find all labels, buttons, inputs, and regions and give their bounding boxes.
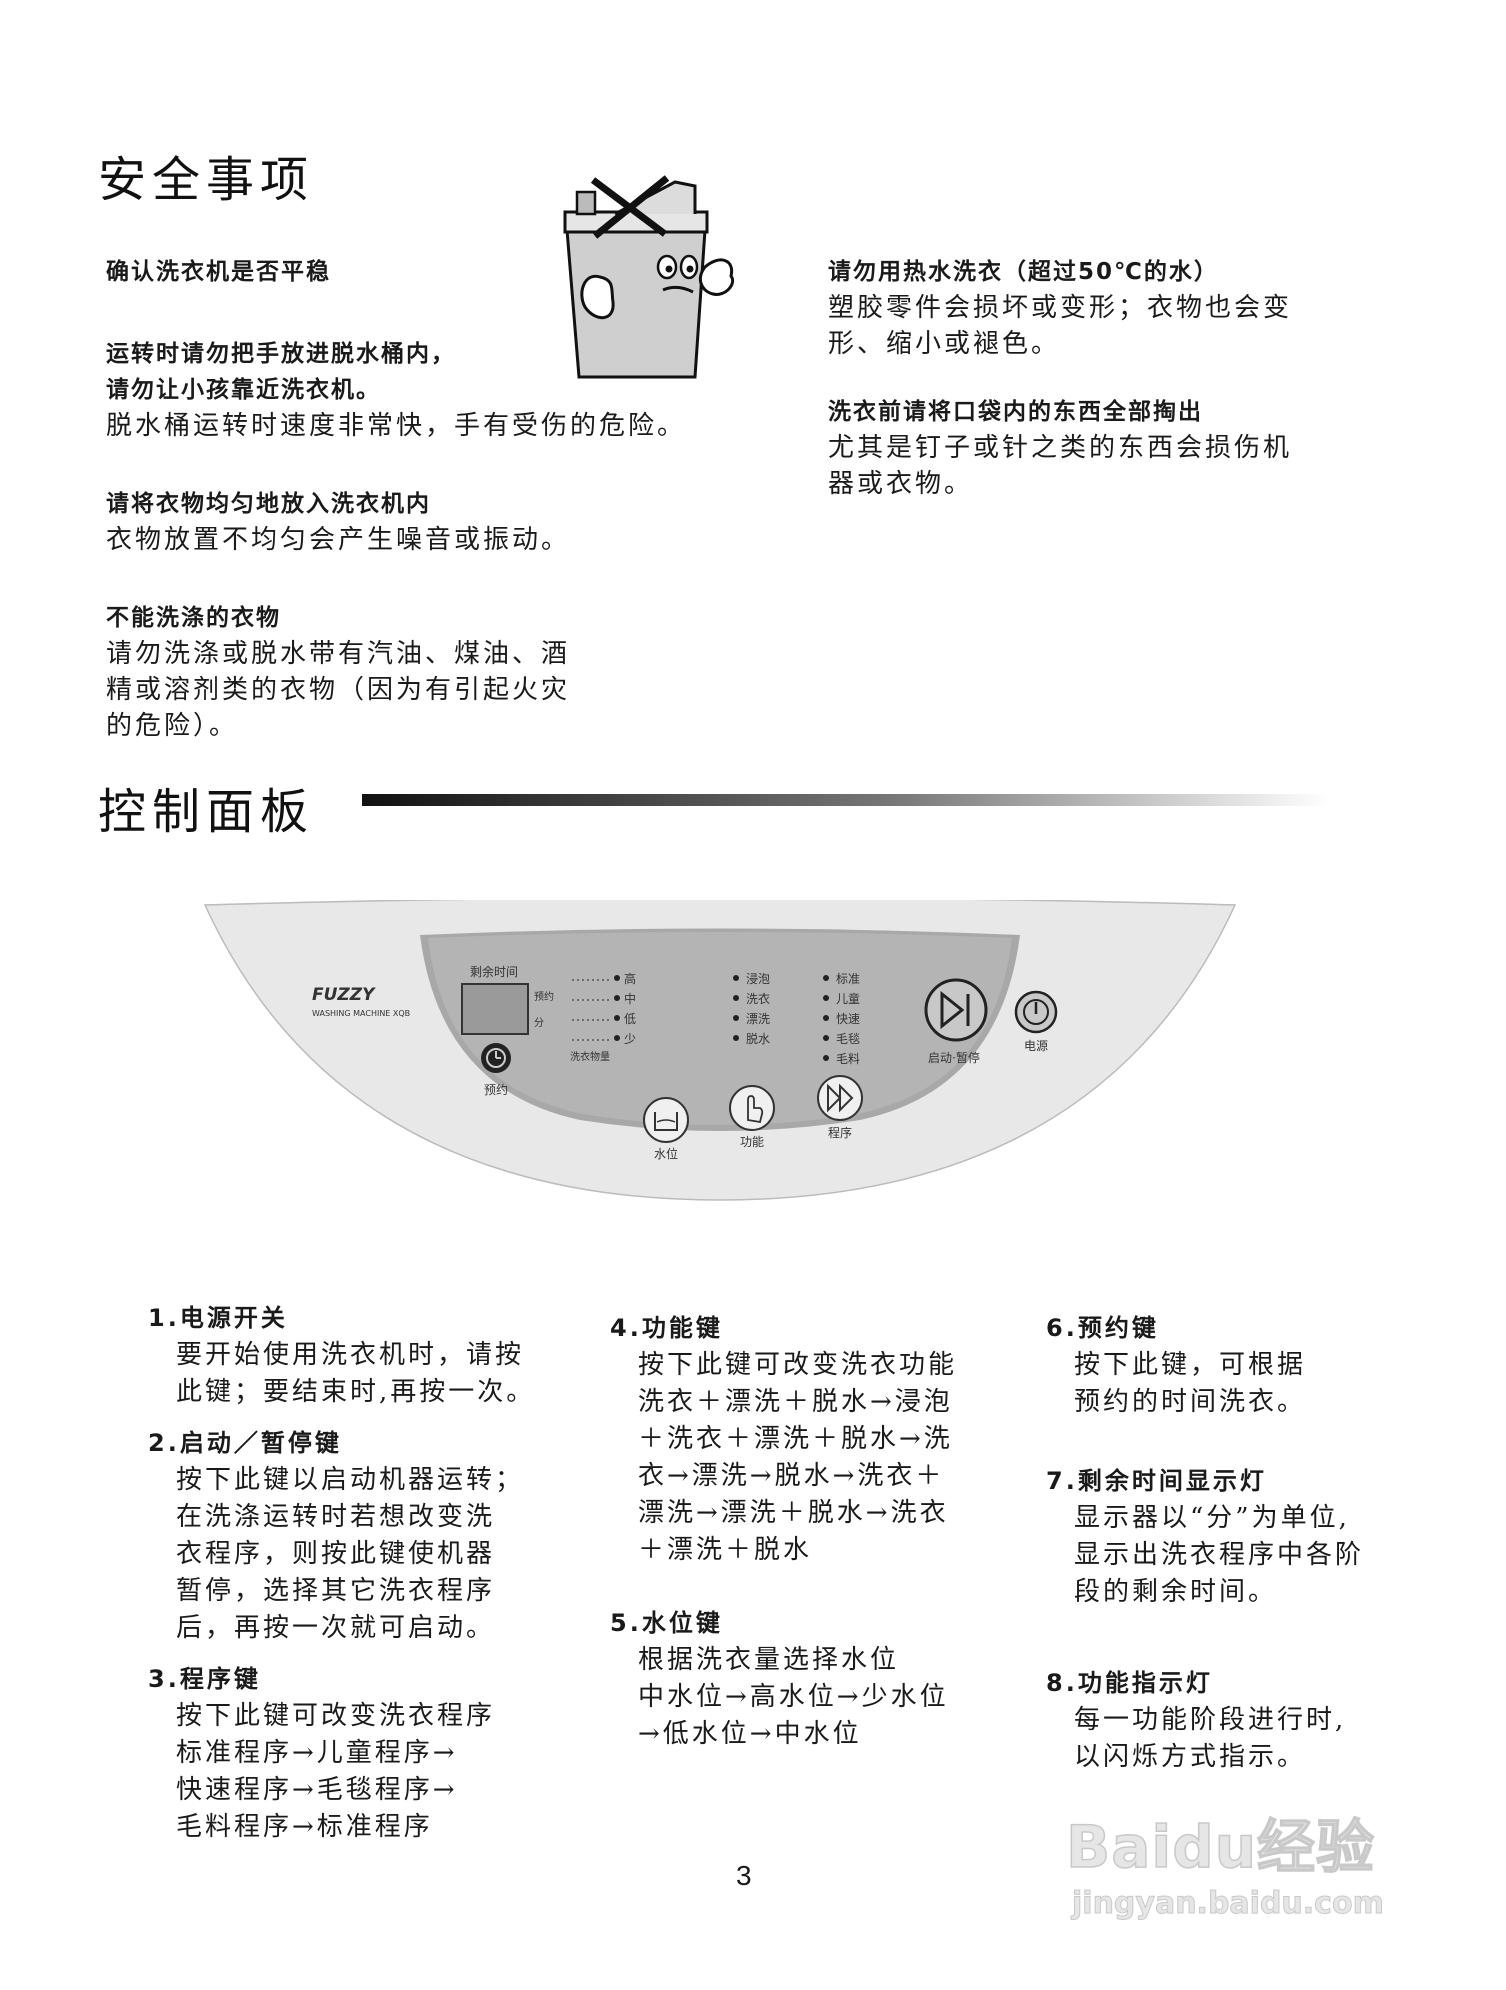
- svg-text:高: 高: [624, 971, 636, 986]
- item-reserve-key: 6.预约键 按下此键，可根据 预约的时间洗衣。: [1046, 1314, 1307, 1417]
- watermark-logo: Baidu经验: [1065, 1812, 1376, 1882]
- safety-item-level: 确认洗衣机是否平稳: [106, 259, 331, 285]
- svg-text:洗衣: 洗衣: [746, 991, 770, 1006]
- svg-text:少: 少: [624, 1032, 636, 1046]
- svg-text:中: 中: [624, 991, 636, 1006]
- water-level-low: 低: [572, 1012, 636, 1026]
- washing-machine-cartoon-illustration: [563, 175, 734, 379]
- item-function-indicator-light: 8.功能指示灯 每一功能阶段进行时, 以闪烁方式指示。: [1046, 1669, 1347, 1772]
- reserve-button[interactable]: [481, 1043, 511, 1073]
- function-indicator-soak: 浸泡: [733, 972, 770, 986]
- page-number: 3: [736, 1860, 752, 1891]
- function-indicator-spin: 脱水: [733, 1031, 770, 1046]
- program-indicator-quick: 快速: [823, 1012, 860, 1026]
- svg-text:儿童: 儿童: [836, 991, 860, 1006]
- water-level-medium: 中: [572, 991, 636, 1006]
- safety-title: 安全事项: [98, 152, 315, 208]
- svg-text:快速: 快速: [836, 1012, 860, 1026]
- item-remaining-time-light: 7.剩余时间显示灯 显示器以“分”为单位, 显示出洗衣程序中各阶 段的剩余时间。: [1046, 1467, 1365, 1607]
- remaining-time-label: 剩余时间: [470, 964, 518, 979]
- water-level-button[interactable]: [643, 1097, 689, 1143]
- svg-text:低: 低: [624, 1012, 636, 1026]
- program-indicator-standard: 标准: [823, 972, 860, 986]
- program-indicator-wool: 毛料: [823, 1052, 860, 1066]
- start-pause-button[interactable]: [924, 978, 988, 1042]
- power-label: 电源: [1024, 1039, 1048, 1053]
- display-unit-reserve: 预约: [534, 990, 554, 1003]
- water-level-button-label: 水位: [654, 1146, 678, 1161]
- brand-subtitle: WASHING MACHINE XQB: [312, 1009, 410, 1018]
- program-button[interactable]: [817, 1075, 863, 1121]
- title-gradient-rule: [362, 794, 1328, 806]
- program-indicator-blanket: 毛毯: [823, 1032, 860, 1046]
- water-level-high: 高: [572, 971, 636, 986]
- item-list-col-3: 6.预约键 按下此键，可根据 预约的时间洗衣。 7.剩余时间显示灯 显示器以“分…: [1046, 1310, 1364, 1776]
- function-indicator-wash: 洗衣: [733, 991, 770, 1006]
- water-level-little: 少: [572, 1032, 636, 1046]
- item-list-col-1: 1.电源开关 要开始使用洗衣机时，请按 此键；要结束时,再按一次。 2.启动／暂…: [148, 1300, 535, 1846]
- function-indicator-rinse: 漂洗: [733, 1012, 770, 1026]
- safety-item-balance: 请将衣物均匀地放入洗衣机内 衣物放置不均匀会产生噪音或振动。: [106, 491, 571, 555]
- safety-item-hands: 运转时请勿把手放进脱水桶内， 请勿让小孩靠近洗衣机。 脱水桶运转时速度非常快，手…: [106, 341, 687, 441]
- svg-text:漂洗: 漂洗: [746, 1012, 770, 1026]
- item-power-switch: 1.电源开关 要开始使用洗衣机时，请按 此键；要结束时,再按一次。: [148, 1304, 536, 1407]
- program-indicator-child: 儿童: [823, 991, 860, 1006]
- watermark-url: jingyan.baidu.com: [1072, 1886, 1385, 1922]
- function-button-label: 功能: [740, 1135, 764, 1149]
- reserve-label: 预约: [484, 1082, 508, 1097]
- svg-text:浸泡: 浸泡: [746, 972, 770, 986]
- safety-item-hot-water: 请勿用热水洗衣（超过50℃的水） 塑胶零件会损坏或变形；衣物也会变 形、缩小或褪…: [828, 259, 1293, 359]
- start-pause-label: 启动·暂停: [928, 1050, 980, 1065]
- control-panel-title: 控制面板: [98, 784, 315, 840]
- item-function-key: 4.功能键 按下此键可改变洗衣功能 洗衣＋漂洗＋脱水→浸泡 ＋洗衣＋漂洗＋脱水→…: [610, 1314, 958, 1565]
- item-list-col-2: 4.功能键 按下此键可改变洗衣功能 洗衣＋漂洗＋脱水→浸泡 ＋洗衣＋漂洗＋脱水→…: [610, 1310, 957, 1753]
- svg-text:标准: 标准: [836, 972, 860, 986]
- svg-text:毛毯: 毛毯: [836, 1032, 860, 1046]
- safety-item-unwashable: 不能洗涤的衣物 请勿洗涤或脱水带有汽油、煤油、酒 精或溶剂类的衣物（因为有引起火…: [106, 605, 571, 741]
- svg-text:脱水: 脱水: [746, 1031, 770, 1046]
- function-button[interactable]: [729, 1085, 775, 1131]
- safety-item-pockets: 洗衣前请将口袋内的东西全部掏出 尤其是钉子或针之类的东西会损伤机 器或衣物。: [828, 399, 1293, 499]
- control-panel-diagram: FUZZY WASHING MACHINE XQB 剩余时间 预约 分 预约 高…: [203, 900, 1237, 1201]
- item-program-key: 3.程序键 按下此键可改变洗衣程序 标准程序→儿童程序→ 快速程序→毛毯程序→ …: [148, 1665, 496, 1842]
- display-unit-minute: 分: [534, 1017, 544, 1029]
- brand-logo: FUZZY: [312, 985, 376, 1005]
- program-button-label: 程序: [828, 1125, 852, 1140]
- item-water-level-key: 5.水位键 根据洗衣量选择水位 中水位→高水位→少水位 →低水位→中水位: [610, 1609, 949, 1749]
- power-button[interactable]: [1014, 990, 1058, 1034]
- svg-text:毛料: 毛料: [836, 1052, 860, 1066]
- remaining-time-display: [461, 983, 529, 1035]
- laundry-amount-label: 洗衣物量: [570, 1050, 610, 1063]
- item-start-pause: 2.启动／暂停键 按下此键以启动机器运转； 在洗涤运转时若想改变洗 衣程序，则按…: [148, 1429, 525, 1643]
